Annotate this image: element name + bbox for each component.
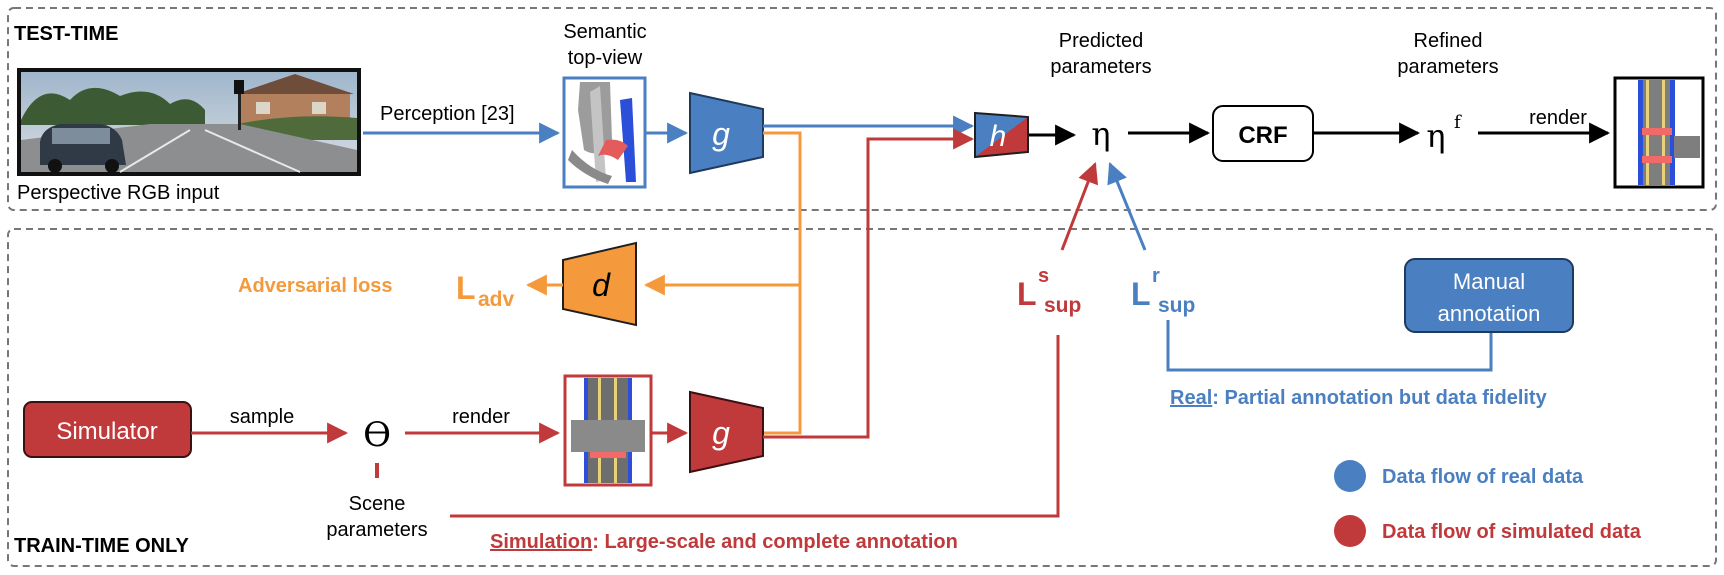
legend-sim-label: Data flow of simulated data (1382, 521, 1642, 543)
discriminator-d (562, 241, 637, 327)
scene-params-line2: parameters (326, 519, 427, 541)
adversarial-bracket-line (763, 131, 802, 435)
predicted-title-line1: Predicted (1059, 30, 1144, 52)
render-top-label: render (1529, 107, 1587, 129)
l-sup-r-subscript: sup (1158, 294, 1195, 317)
g-encoder-top (689, 91, 764, 175)
l-sup-s-symbol: L (1017, 276, 1037, 312)
render-bottom-label: render (452, 406, 510, 428)
l-adv-symbol: L (456, 270, 476, 306)
scene-params-line1: Scene (349, 493, 406, 515)
g-encoder-bottom (689, 390, 764, 474)
test-time-label: TEST-TIME (14, 23, 118, 45)
manual-annotation-line2: annotation (1438, 301, 1541, 326)
legend-sim-dot (1334, 515, 1366, 547)
simulated-topview-image (563, 374, 653, 487)
scene-params-to-lsup-line (450, 335, 1060, 518)
eta-f-symbol: η (1426, 117, 1445, 155)
simulator-box (23, 401, 192, 458)
g-bottom-label: g (712, 415, 730, 451)
sim-annotation-note: Simulation: Large-scale and complete ann… (490, 531, 958, 553)
lsup-s-to-eta-arrow (1060, 162, 1099, 251)
lsup-r-to-eta-arrow (1107, 162, 1147, 251)
legend-real-label: Data flow of real data (1382, 466, 1584, 488)
train-time-label: TRAIN-TIME ONLY (14, 535, 189, 557)
h-label: h (990, 120, 1007, 153)
sim-rest: : Large-scale and complete annotation (592, 531, 958, 553)
l-sup-s-superscript: s (1038, 265, 1049, 287)
legend-real-dot (1334, 460, 1366, 492)
predicted-title-line2: parameters (1050, 56, 1151, 78)
g-bottom-to-h-arrow (763, 128, 975, 439)
perception-label: Perception [23] (380, 103, 515, 125)
real-rest: : Partial annotation but data fidelity (1212, 387, 1547, 409)
d-label: d (592, 267, 611, 303)
simulator-label: Simulator (56, 418, 157, 445)
semantic-top-view-image (562, 76, 647, 189)
l-sup-s-subscript: sup (1044, 294, 1081, 317)
h-head (974, 111, 1029, 159)
g-top-label: g (712, 116, 730, 152)
adversarial-loss-label: Adversarial loss (238, 275, 393, 297)
l-sup-r-superscript: r (1152, 265, 1160, 287)
real-key: Real (1170, 387, 1212, 409)
manual-annotation-box (1404, 258, 1574, 333)
l-adv-subscript: adv (478, 288, 515, 311)
real-annotation-note: Real: Partial annotation but data fideli… (1170, 387, 1548, 409)
eta-symbol: η (1091, 115, 1110, 153)
perspective-rgb-image (17, 68, 361, 176)
l-sup-r-symbol: L (1131, 276, 1151, 312)
test-time-frame (7, 7, 1717, 211)
rendered-topview-output (1613, 76, 1705, 189)
input-caption: Perspective RGB input (17, 182, 220, 204)
top-view-title-line2: top-view (568, 47, 643, 69)
crf-label: CRF (1238, 122, 1287, 149)
top-view-title-line1: Semantic (563, 21, 646, 43)
refined-title-line2: parameters (1397, 56, 1498, 78)
manual-annotation-line1: Manual (1453, 269, 1525, 294)
eta-f-superscript: f (1454, 112, 1462, 133)
refined-title-line1: Refined (1414, 30, 1483, 52)
theta-symbol: ϴ (363, 415, 391, 455)
sim-key: Simulation (490, 531, 592, 553)
manual-to-lsup-line (1166, 320, 1493, 372)
sample-label: sample (230, 406, 294, 428)
